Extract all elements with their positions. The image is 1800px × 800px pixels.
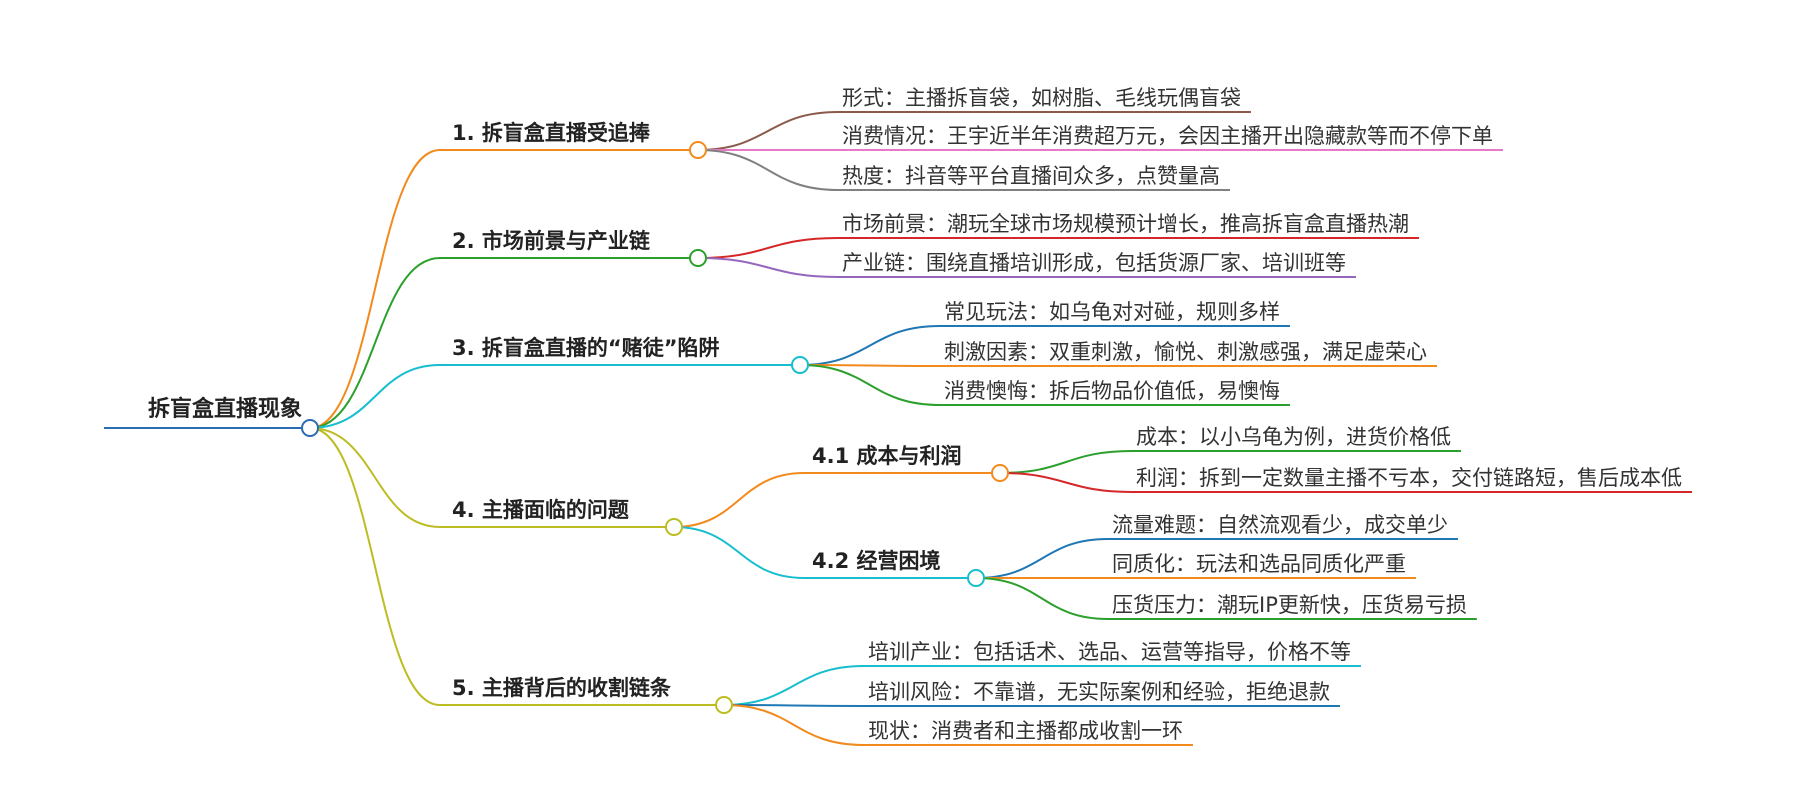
sub-2-label: 4.2 经营困境 xyxy=(812,549,941,573)
sub-1-leaf-2-text: 利润：拆到一定数量主播不亏本，交付链路短，售后成本低 xyxy=(1136,466,1682,490)
sub-1-leaf-1-text: 成本：以小乌龟为例，进货价格低 xyxy=(1136,425,1451,449)
branch-5-label: 5. 主播背后的收割链条 xyxy=(452,676,672,700)
branch-2-leaf-1-link xyxy=(697,237,839,259)
branch-1-leaf-3-link xyxy=(697,149,839,191)
branch-2-leaf-1-text: 市场前景：潮玩全球市场规模预计增长，推高拆盲盒直播热潮 xyxy=(842,212,1409,236)
branch-3-leaf-3-link xyxy=(799,364,941,406)
sub-1-leaf-2-link xyxy=(999,472,1133,493)
branch-3-leaf-3-text: 消费懊悔：拆后物品价值低，易懊悔 xyxy=(944,379,1280,403)
branch-1-collapse-node[interactable] xyxy=(689,141,707,159)
sub-2-leaf-1-link xyxy=(975,538,1109,579)
branch-3-leaf-2-link xyxy=(799,364,941,367)
branch-3-leaf-2-text: 刺激因素：双重刺激，愉悦、刺激感强，满足虚荣心 xyxy=(944,340,1427,364)
sub-1-leaf-1-link xyxy=(999,450,1133,474)
branch-5-leaf-1-link xyxy=(723,665,865,706)
branch-4-label: 4. 主播面临的问题 xyxy=(452,498,630,522)
sub-2-leaf-3-link xyxy=(975,577,1109,620)
sub-2-leaf-1-text: 流量难题：自然流观看少，成交单少 xyxy=(1112,513,1448,537)
branch-4-link xyxy=(309,427,441,528)
branch-2-link xyxy=(309,257,441,429)
branch-1-leaf-3-text: 热度：抖音等平台直播间众多，点赞量高 xyxy=(842,164,1220,188)
sub-1-label: 4.1 成本与利润 xyxy=(812,444,962,468)
sub-2-leaf-2-text: 同质化：玩法和选品同质化严重 xyxy=(1112,552,1406,576)
branch-2-leaf-2-link xyxy=(697,257,839,278)
branch-1-leaf-1-text: 形式：主播拆盲袋，如树脂、毛线玩偶盲袋 xyxy=(842,86,1241,110)
sub-1-collapse-node[interactable] xyxy=(991,464,1009,482)
branch-3-leaf-1-link xyxy=(799,325,941,366)
branch-1-leaf-2-text: 消费情况：王宇近半年消费超万元，会因主播开出隐藏款等而不停下单 xyxy=(842,124,1493,148)
branch-1-link xyxy=(309,149,441,429)
branch-3-leaf-1-text: 常见玩法：如乌龟对对碰，规则多样 xyxy=(944,300,1280,324)
sub-2-leaf-3-text: 压货压力：潮玩IP更新快，压货易亏损 xyxy=(1112,593,1467,617)
branch-2-collapse-node[interactable] xyxy=(689,249,707,267)
branch-2-leaf-2-text: 产业链：围绕直播培训形成，包括货源厂家、培训班等 xyxy=(842,251,1346,275)
branch-1-leaf-1-link xyxy=(697,111,839,151)
branch-5-collapse-node[interactable] xyxy=(715,696,733,714)
root-collapse-node[interactable] xyxy=(301,419,319,437)
branch-5-link xyxy=(309,427,441,706)
root-node-label: 拆盲盒直播现象 xyxy=(148,396,302,422)
branch-5-leaf-2-text: 培训风险：不靠谱，无实际案例和经验，拒绝退款 xyxy=(868,680,1330,704)
branch-1-label: 1. 拆盲盒直播受追捧 xyxy=(452,121,651,145)
sub-2-link xyxy=(673,526,805,579)
branch-3-link xyxy=(309,364,441,429)
branch-5-leaf-1-text: 培训产业：包括话术、选品、运营等指导，价格不等 xyxy=(868,640,1351,664)
branch-5-leaf-2-link xyxy=(723,704,865,707)
branch-3-collapse-node[interactable] xyxy=(791,356,809,374)
sub-2-collapse-node[interactable] xyxy=(967,569,985,587)
branch-2-label: 2. 市场前景与产业链 xyxy=(452,229,651,253)
sub-1-link xyxy=(673,472,805,528)
branch-5-leaf-3-text: 现状：消费者和主播都成收割一环 xyxy=(868,719,1183,743)
branch-4-collapse-node[interactable] xyxy=(665,518,683,536)
branch-5-leaf-3-link xyxy=(723,704,865,746)
branch-3-label: 3. 拆盲盒直播的“赌徒”陷阱 xyxy=(452,336,720,360)
